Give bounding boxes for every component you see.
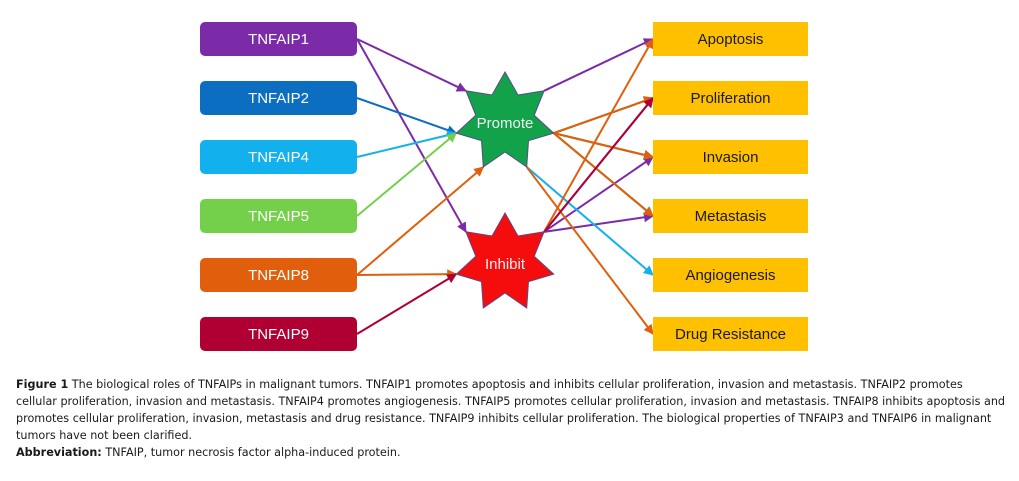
- source-node-label: TNFAIP8: [248, 267, 309, 284]
- outcome-node-drug: Drug Resistance: [653, 317, 808, 351]
- outcome-node-metastasis: Metastasis: [653, 199, 808, 233]
- figure-caption: Figure 1 The biological roles of TNFAIPs…: [16, 376, 1006, 461]
- edges-layer: [356, 38, 654, 335]
- star-shape: [455, 211, 555, 309]
- source-node-label: TNFAIP5: [248, 208, 309, 225]
- source-node-tnfaip4: TNFAIP4: [200, 140, 357, 174]
- outcome-node-label: Drug Resistance: [675, 326, 786, 343]
- edge-p5-to-promote: [356, 132, 458, 217]
- edge-p8-promote-to-proliferation: [553, 96, 654, 135]
- abbreviation-text: TNFAIP, tumor necrosis factor alpha-indu…: [105, 446, 401, 459]
- tnfaip-roles-diagram: TNFAIP1TNFAIP2TNFAIP4TNFAIP5TNFAIP8TNFAI…: [200, 22, 808, 351]
- hub-inhibit: Inhibit: [455, 211, 555, 309]
- figure-label: Figure 1: [16, 378, 69, 391]
- outcome-node-apoptosis: Apoptosis: [653, 22, 808, 56]
- outcomes-layer: ApoptosisProliferationInvasionMetastasis…: [653, 22, 808, 351]
- edge-p4-promote-to-angiogenesis: [526, 166, 654, 276]
- outcome-node-box: [653, 317, 808, 351]
- outcome-node-box: [653, 199, 808, 233]
- hub-label: Inhibit: [485, 256, 526, 273]
- edge-p1-to-promote: [356, 38, 467, 92]
- outcome-node-label: Metastasis: [695, 208, 767, 225]
- abbreviation-line: Abbreviation: TNFAIP, tumor necrosis fac…: [16, 444, 1006, 461]
- edge-p2-to-promote: [356, 97, 458, 135]
- source-node-tnfaip5: TNFAIP5: [200, 199, 357, 233]
- edge-p8-promote-to-metastasis: [553, 132, 654, 217]
- outcome-node-proliferation: Proliferation: [653, 81, 808, 115]
- outcome-node-label: Apoptosis: [698, 31, 764, 48]
- source-node-box: [200, 81, 357, 115]
- source-node-tnfaip2: TNFAIP2: [200, 81, 357, 115]
- star-shape: [455, 70, 555, 168]
- sources-layer: TNFAIP1TNFAIP2TNFAIP4TNFAIP5TNFAIP8TNFAI…: [200, 22, 357, 351]
- edge-p1-to-inhibit: [356, 38, 467, 233]
- source-node-label: TNFAIP4: [248, 149, 309, 166]
- outcome-node-angiogenesis: Angiogenesis: [653, 258, 808, 292]
- abbreviation-label: Abbreviation:: [16, 446, 102, 459]
- edge-p9-inhibit-to-proliferation: [543, 97, 654, 233]
- outcome-node-label: Proliferation: [690, 90, 770, 107]
- edge-p8-promote-to-invasion: [553, 132, 654, 160]
- edge-p8-to-promote: [356, 166, 485, 276]
- source-node-tnfaip8: TNFAIP8: [200, 258, 357, 292]
- source-node-label: TNFAIP9: [248, 326, 309, 343]
- source-node-box: [200, 317, 357, 351]
- outcome-node-box: [653, 81, 808, 115]
- figure-caption-text: Figure 1 The biological roles of TNFAIPs…: [16, 376, 1006, 444]
- edge-p8-inhibit-to-apoptosis: [543, 38, 654, 233]
- source-node-box: [200, 258, 357, 292]
- outcome-node-label: Invasion: [703, 149, 759, 166]
- source-node-tnfaip1: TNFAIP1: [200, 22, 357, 56]
- outcome-node-invasion: Invasion: [653, 140, 808, 174]
- hub-promote: Promote: [455, 70, 555, 168]
- source-node-box: [200, 22, 357, 56]
- edge-p8-to-inhibit: [356, 269, 458, 280]
- source-node-tnfaip9: TNFAIP9: [200, 317, 357, 351]
- outcome-node-box: [653, 258, 808, 292]
- source-node-box: [200, 199, 357, 233]
- edge-p1-inhibit-to-metastasis: [543, 212, 654, 233]
- edge-p8-promote-to-drug: [525, 166, 654, 335]
- edge-p1-inhibit-to-invasion: [543, 156, 654, 233]
- figure-description: The biological roles of TNFAIPs in malig…: [16, 378, 1006, 442]
- outcome-node-box: [653, 22, 808, 56]
- outcome-node-box: [653, 140, 808, 174]
- source-node-label: TNFAIP1: [248, 31, 309, 48]
- source-node-box: [200, 140, 357, 174]
- outcome-node-label: Angiogenesis: [685, 267, 775, 284]
- edge-p9-to-inhibit: [356, 273, 458, 335]
- edge-p4-to-promote: [356, 130, 458, 158]
- edge-p1-promote-to-apoptosis: [543, 38, 654, 92]
- source-node-label: TNFAIP2: [248, 90, 309, 107]
- hub-label: Promote: [477, 115, 534, 132]
